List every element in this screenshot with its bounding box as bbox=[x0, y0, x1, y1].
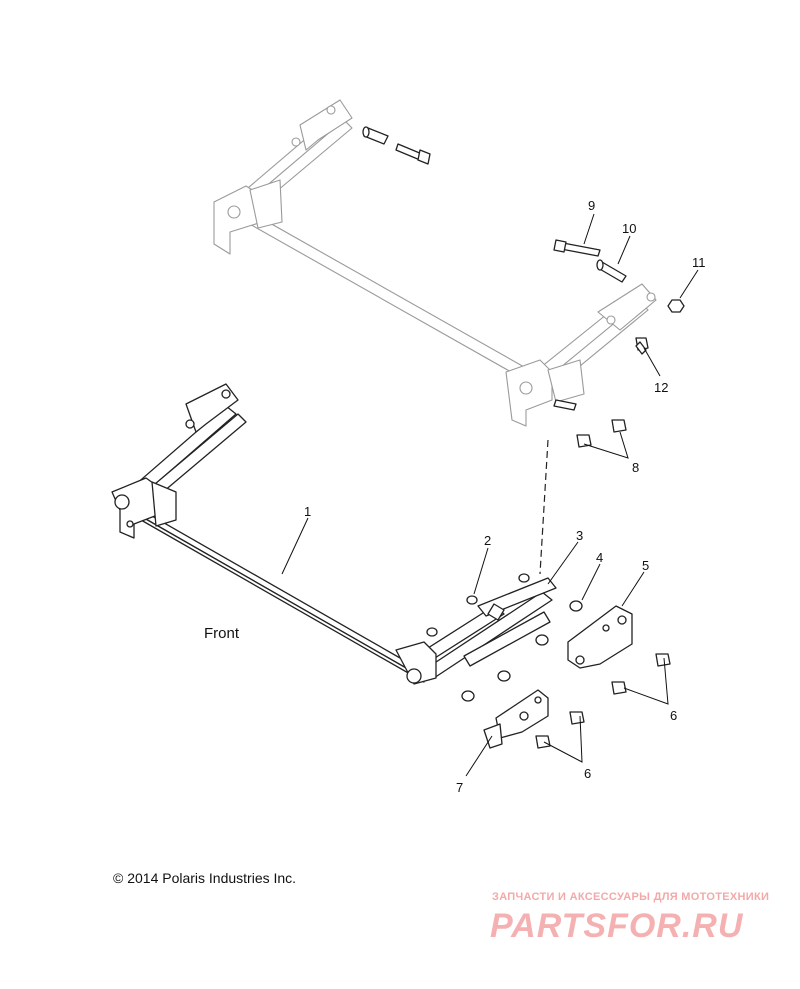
callout-6-lower: 6 bbox=[584, 766, 591, 781]
bolt-12 bbox=[635, 337, 649, 355]
callout-4: 4 bbox=[596, 550, 603, 565]
plate-5 bbox=[567, 605, 633, 669]
spacer-10 bbox=[596, 259, 627, 283]
callout-5: 5 bbox=[642, 558, 649, 573]
alignment-dash bbox=[539, 439, 549, 575]
callout-1: 1 bbox=[304, 504, 311, 519]
screws-6 bbox=[535, 653, 671, 749]
watermark-tagline: ЗАПЧАСТИ И АКСЕССУАРЫ ДЛЯ МОТОТЕХНИКИ bbox=[492, 891, 770, 903]
bushings bbox=[426, 573, 583, 702]
callout-3: 3 bbox=[576, 528, 583, 543]
bolt-9 bbox=[553, 239, 601, 257]
link-plates-3 bbox=[477, 577, 557, 621]
callout-12: 12 bbox=[654, 380, 668, 395]
leader-lines bbox=[281, 213, 699, 777]
watermark-logo: PARTSFOR.RU bbox=[490, 907, 744, 945]
callout-7: 7 bbox=[456, 780, 463, 795]
callout-10: 10 bbox=[622, 221, 636, 236]
left-bracket bbox=[111, 383, 247, 539]
callout-6-upper: 6 bbox=[670, 708, 677, 723]
screws-8 bbox=[553, 399, 627, 448]
callout-11: 11 bbox=[692, 255, 706, 270]
callout-2: 2 bbox=[484, 533, 491, 548]
stabilizer-tube-1 bbox=[123, 499, 425, 683]
nut-11 bbox=[667, 299, 685, 313]
copyright-text: © 2014 Polaris Industries Inc. bbox=[113, 870, 297, 886]
callout-8: 8 bbox=[632, 460, 639, 475]
callout-9: 9 bbox=[588, 198, 595, 213]
right-bracket bbox=[395, 591, 553, 685]
front-label: Front bbox=[204, 625, 240, 642]
upper-ghost-assembly bbox=[213, 99, 657, 427]
